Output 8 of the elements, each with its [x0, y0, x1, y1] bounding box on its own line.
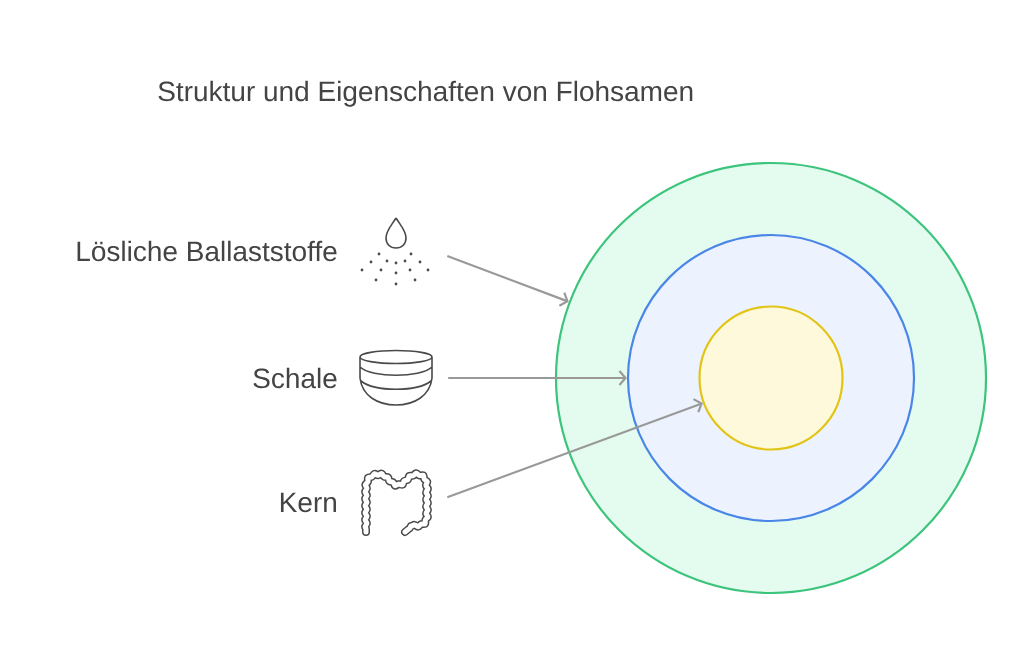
arrow: [448, 370, 627, 386]
inner-circle: [698, 305, 844, 451]
label: Lösliche Ballaststoffe: [77, 240, 337, 262]
label: Kern: [280, 492, 336, 513]
arrow: [446, 398, 703, 499]
title: Struktur und Eigenschaften von Flohsamen: [158, 80, 693, 107]
label: Schale: [253, 367, 337, 389]
arrow: [446, 254, 569, 307]
